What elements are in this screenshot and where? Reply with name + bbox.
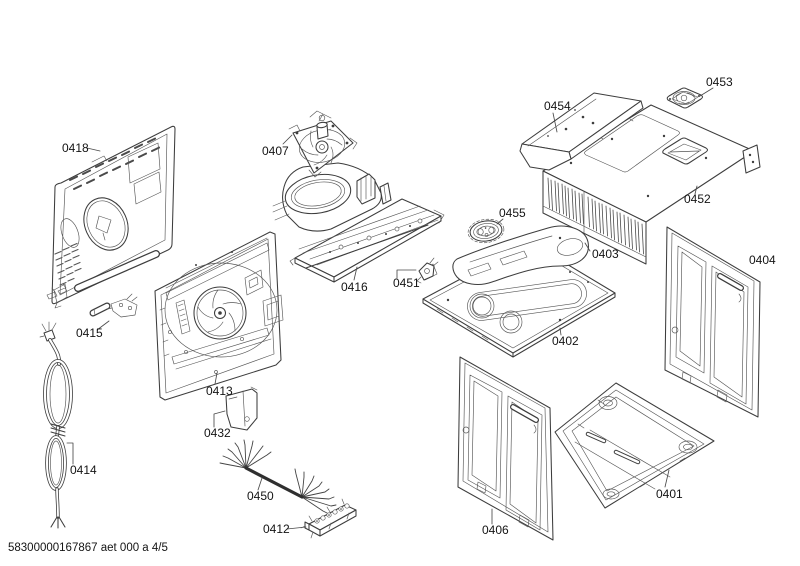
label-0453: 0453	[706, 75, 733, 89]
part-0404-side-panel-right	[664, 226, 761, 418]
part-0406-side-panel-left	[457, 356, 554, 541]
part-0415-sensor	[46, 283, 138, 318]
leader-0415	[96, 320, 110, 331]
vent-grille-right	[587, 196, 644, 255]
fan-impeller	[197, 289, 242, 333]
label-0403: 0403	[592, 247, 619, 261]
cable-wrap-band	[50, 423, 66, 437]
label-0450: 0450	[247, 489, 274, 503]
part-0454-top-bracket	[519, 92, 644, 171]
part-0416-fan-housing-assembly	[272, 162, 445, 283]
fan-blades-icon	[675, 92, 695, 105]
fan-blades-icon	[301, 128, 343, 166]
document-footer: 58300000167867 aet 000 a 4/5	[8, 542, 168, 554]
label-0412: 0412	[263, 522, 290, 536]
label-0452: 0452	[684, 192, 711, 206]
vent-slots	[69, 137, 160, 190]
label-0432: 0432	[204, 426, 231, 440]
part-0450-wiring-harness	[219, 439, 337, 514]
part-0451-switch	[416, 257, 439, 284]
label-0402: 0402	[552, 334, 579, 348]
part-labels: 0418 0407 0454 0453 0452 0455 0403 0404 …	[62, 75, 776, 537]
leader-0403	[584, 242, 591, 252]
label-0454: 0454	[544, 99, 571, 113]
label-0415: 0415	[76, 326, 103, 340]
part-0401-base-frame	[554, 382, 715, 509]
leader-0414	[66, 442, 74, 465]
leader-0455	[496, 218, 504, 225]
label-0401: 0401	[656, 487, 683, 501]
leader-0416	[353, 266, 358, 281]
part-0403-air-duct	[452, 225, 589, 285]
part-0453-fan-plate	[666, 87, 704, 109]
leader-0452	[694, 185, 698, 195]
leader-0413	[214, 372, 218, 385]
label-0416: 0416	[341, 280, 368, 294]
leader-0432	[213, 410, 226, 428]
part-0455-fan-wheel	[467, 218, 505, 244]
label-0404: 0404	[749, 253, 776, 267]
label-0413: 0413	[206, 384, 233, 398]
leader-0454	[552, 112, 558, 133]
leader-0453	[699, 87, 714, 97]
leader-0418	[86, 147, 101, 152]
leader-0450	[257, 477, 263, 491]
leader-lines	[66, 87, 714, 530]
label-0451: 0451	[393, 276, 420, 290]
label-0455: 0455	[499, 206, 526, 220]
part-0407-fan-motor	[288, 110, 358, 178]
part-0452-top-cover	[542, 104, 761, 265]
fan-opening-ring	[284, 173, 352, 215]
leader-0401	[664, 469, 670, 488]
part-0412-terminal-block	[300, 498, 357, 539]
leader-0412	[286, 526, 307, 530]
label-0418: 0418	[62, 141, 89, 155]
label-0406: 0406	[482, 523, 509, 537]
part-0414-cable	[39, 321, 73, 529]
label-0414: 0414	[70, 463, 97, 477]
part-0413-inner-back-panel	[154, 231, 284, 401]
label-0407: 0407	[262, 144, 289, 158]
leader-0402	[559, 327, 562, 336]
leader-0451	[396, 269, 417, 279]
vent-grille-left	[547, 177, 584, 225]
part-0418-back-panel	[51, 125, 176, 309]
leader-0407	[282, 134, 293, 145]
racetrack-emboss	[467, 279, 587, 321]
part-0432-bracket	[225, 386, 258, 431]
